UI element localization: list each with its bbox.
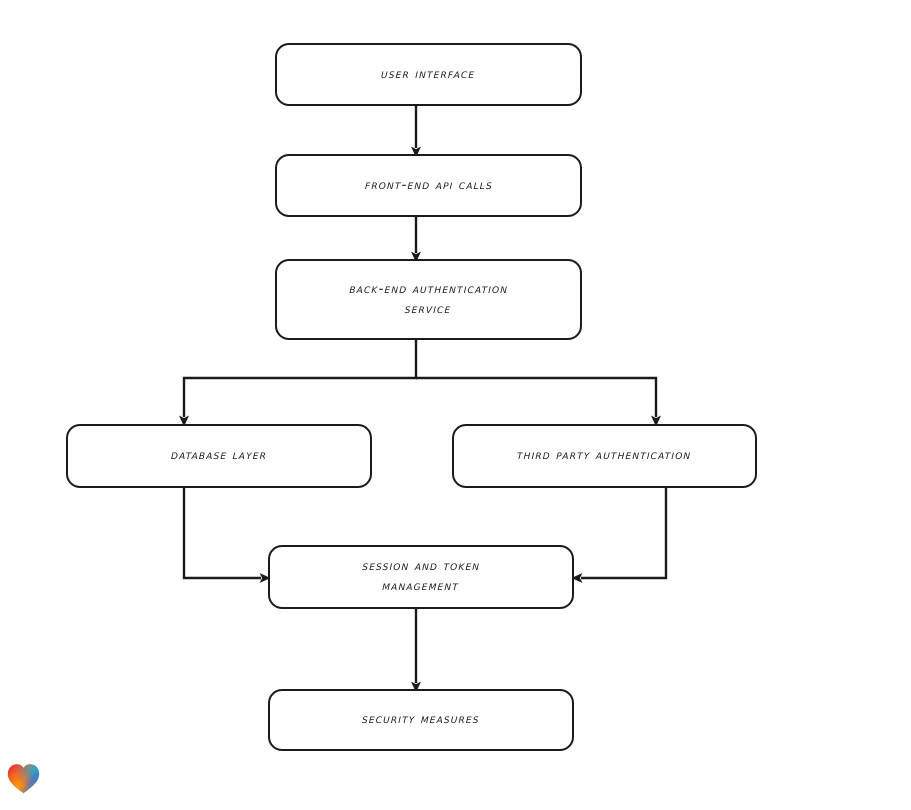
edge-database-layer-to-session-token: [182, 488, 271, 583]
node-third-party-authentication[interactable]: Third Party Authentication: [452, 424, 757, 488]
node-backend-authentication-service[interactable]: Back-End Authentication Service: [275, 259, 582, 340]
node-label: User Interface: [381, 65, 476, 82]
node-user-interface[interactable]: User Interface: [275, 43, 582, 106]
edge-backend-auth-to-database-layer: [179, 340, 418, 427]
node-security-measures[interactable]: Security Measures: [268, 689, 574, 751]
edge-backend-auth-to-third-party-auth: [416, 376, 661, 427]
node-session-and-token-management[interactable]: Session and Token Management: [268, 545, 574, 609]
edge-third-party-auth-to-session-token: [571, 488, 668, 583]
node-label: Third Party Authentication: [517, 447, 692, 464]
node-label: Back-End Authentication Service: [349, 280, 509, 317]
heart-icon: [7, 764, 40, 794]
node-database-layer[interactable]: Database Layer: [66, 424, 372, 488]
node-label: Session and Token Management: [362, 558, 481, 594]
node-label: Security Measures: [361, 711, 481, 728]
node-label: Front-End API Calls: [364, 176, 493, 193]
node-frontend-api-calls[interactable]: Front-End API Calls: [275, 154, 582, 217]
node-label: Database Layer: [170, 447, 268, 464]
